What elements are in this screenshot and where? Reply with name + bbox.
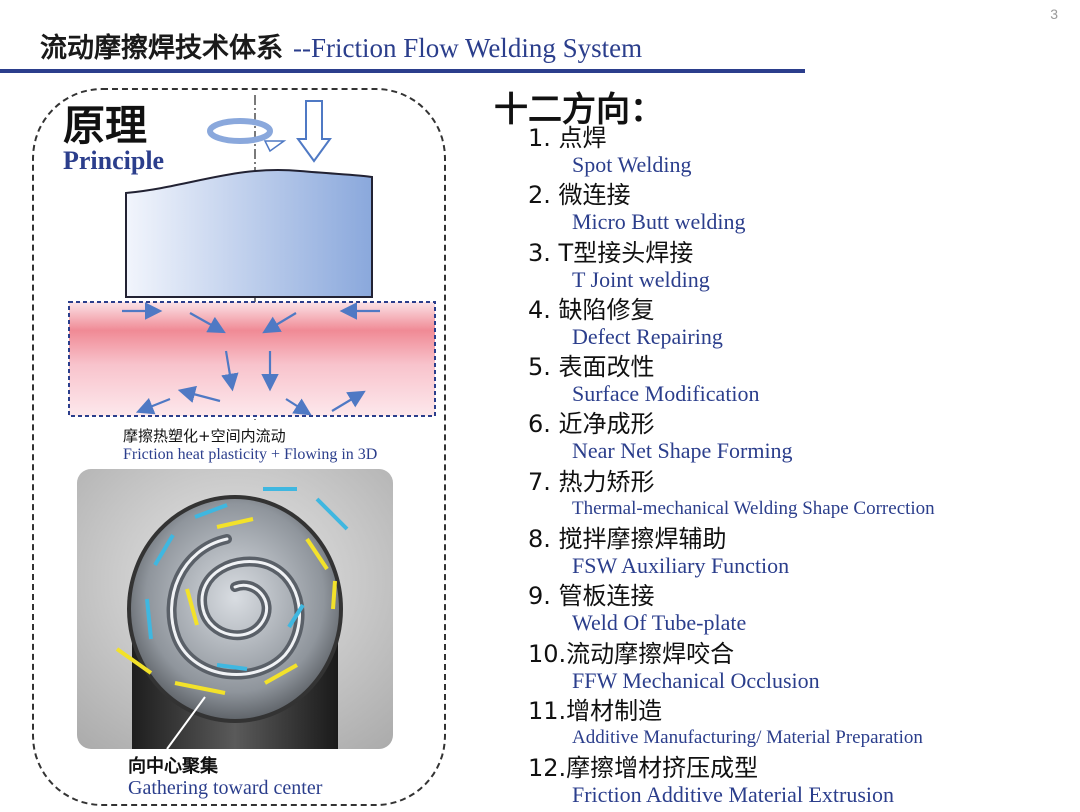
flow-arrow-cyan [216, 663, 248, 671]
direction-item: 10.流动摩擦焊咬合 FFW Mechanical Occlusion [528, 640, 1068, 697]
flow-arrow [189, 312, 226, 334]
direction-item: 7. 热力矫形 Thermal-mechanical Welding Shape… [528, 468, 1068, 525]
direction-en: Spot Welding [572, 152, 692, 177]
title-underline [0, 69, 805, 73]
direction-zh: 增材制造 [566, 696, 663, 725]
flow-caption-en: Friction heat plasticity + Flowing in 3D [123, 446, 378, 463]
direction-en: Near Net Shape Forming [572, 438, 793, 464]
flow-arrow-yellow [331, 580, 337, 610]
weld-spiral-photo [77, 469, 393, 749]
center-caption-zh: 向中心聚集 [128, 756, 218, 777]
flow-arrow-yellow [264, 663, 298, 685]
direction-zh: 热力矫形 [558, 467, 655, 496]
friction-principle-diagram [68, 95, 436, 420]
direction-item: 12.摩擦增材挤压成型 Friction Additive Material E… [528, 754, 1068, 811]
flow-arrow-yellow [115, 647, 153, 675]
welding-tool [125, 169, 373, 298]
flow-arrow [262, 312, 297, 334]
direction-item: 1. 点焊 Spot Welding [528, 124, 1068, 181]
flow-arrow-yellow [305, 537, 329, 571]
page-number: 3 [1050, 6, 1058, 22]
direction-number: 1. [528, 124, 551, 152]
direction-zh: 流动摩擦焊咬合 [566, 639, 735, 668]
direction-number: 6. [528, 410, 551, 439]
flow-arrow-yellow [174, 681, 226, 695]
direction-en: FSW Auxiliary Function [572, 553, 790, 579]
direction-zh: 表面改性 [558, 353, 655, 382]
heated-plate [68, 301, 436, 417]
direction-zh: 摩擦增材挤压成型 [566, 754, 759, 783]
direction-en: T Joint welding [572, 266, 710, 292]
flow-arrow-cyan [287, 603, 305, 629]
direction-number: 2. [528, 181, 551, 210]
direction-item: 5. 表面改性 Surface Modification [528, 353, 1068, 410]
direction-number: 11. [528, 696, 567, 725]
direction-en: Defect Repairing [572, 323, 723, 349]
center-caption-en: Gathering toward center [128, 777, 323, 799]
slide-title-en: --Friction Flow Welding System [293, 33, 643, 63]
pressure-arrow-icon [296, 100, 332, 163]
direction-zh: 点焊 [558, 124, 607, 152]
flow-arrow-cyan [315, 497, 349, 531]
direction-number: 7. [528, 467, 551, 496]
flow-arrow [135, 397, 171, 415]
direction-number: 4. [528, 295, 551, 324]
flow-arrow-yellow [216, 517, 254, 529]
slide-title-zh: 流动摩擦焊技术体系 [40, 33, 283, 64]
direction-en: Surface Modification [572, 381, 760, 407]
direction-number: 8. [528, 525, 551, 554]
direction-item: 4. 缺陷修复 Defect Repairing [528, 296, 1068, 353]
direction-item: 2. 微连接 Micro Butt welding [528, 181, 1068, 238]
direction-zh: T型接头焊接 [558, 238, 694, 267]
direction-en: Friction Additive Material Extrusion [572, 782, 895, 808]
direction-number: 9. [528, 582, 551, 611]
direction-item: 8. 搅拌摩擦焊辅助 FSW Auxiliary Function [528, 525, 1068, 582]
flow-arrow [177, 385, 221, 403]
direction-en: FFW Mechanical Occlusion [572, 667, 820, 693]
principle-panel [32, 88, 446, 806]
rotation-arrow-icon [207, 118, 273, 144]
principle-heading-en: Principle [63, 146, 165, 175]
flow-caption-zh: 摩擦热塑化+空间内流动 [123, 427, 286, 445]
direction-item: 6. 近净成形 Near Net Shape Forming [528, 410, 1068, 467]
direction-item: 9. 管板连接 Weld Of Tube-plate [528, 582, 1068, 639]
flow-arrow [331, 390, 366, 412]
directions-heading: 十二方向： [494, 90, 664, 130]
flow-arrow [221, 350, 239, 392]
flow-arrow-cyan [145, 598, 153, 640]
direction-item: 3. T型接头焊接 T Joint welding [528, 239, 1068, 296]
directions-list: 1. 点焊 Spot Welding 2. 微连接 Micro Butt wel… [528, 124, 1068, 812]
direction-en: Micro Butt welding [572, 209, 746, 235]
flow-arrow [285, 398, 312, 416]
pointer-line [166, 696, 206, 749]
direction-zh: 近净成形 [558, 410, 655, 439]
direction-zh: 管板连接 [558, 582, 655, 611]
direction-zh: 搅拌摩擦焊辅助 [558, 525, 727, 554]
direction-zh: 缺陷修复 [558, 295, 655, 324]
flow-arrow-yellow [185, 588, 199, 626]
direction-en: Thermal-mechanical Welding Shape Correct… [572, 497, 935, 519]
flow-arrow-cyan [194, 503, 228, 519]
direction-number: 3. [528, 238, 551, 267]
direction-number: 5. [528, 353, 551, 382]
direction-number: 12. [528, 754, 567, 783]
slide-title: 流动摩擦焊技术体系 --Friction Flow Welding System [40, 26, 642, 65]
direction-item: 11.增材制造 Additive Manufacturing/ Material… [528, 697, 1068, 754]
direction-number: 10. [528, 639, 567, 668]
direction-en: Weld Of Tube-plate [572, 610, 747, 636]
principle-heading-zh: 原理 [63, 101, 148, 150]
direction-zh: 微连接 [558, 181, 631, 210]
direction-en: Additive Manufacturing/ Material Prepara… [572, 726, 923, 748]
flow-arrow-cyan [153, 533, 175, 567]
